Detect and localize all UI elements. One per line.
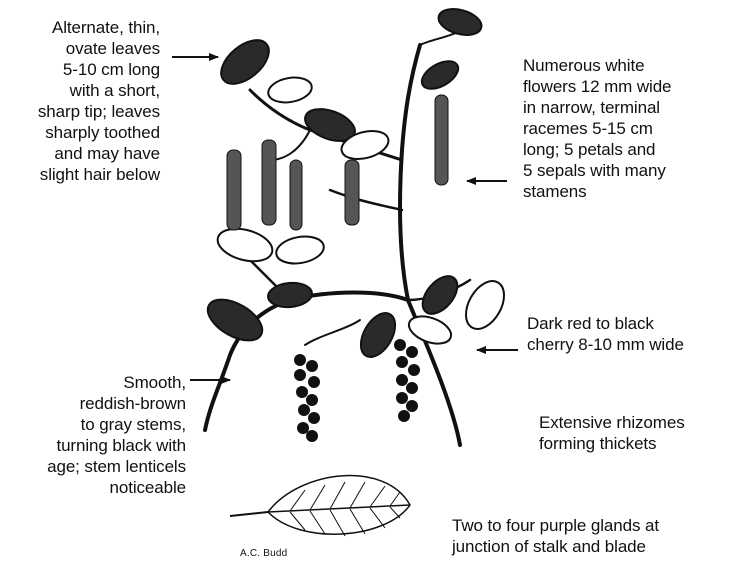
cherry-cluster-right xyxy=(394,339,420,422)
rhizomes-annotation: Extensive rhizomes forming thickets xyxy=(539,412,685,454)
stems-annotation: Smooth, reddish-brown to gray stems, tur… xyxy=(47,372,186,498)
cherry-cluster-left xyxy=(294,354,320,442)
leaf-detail xyxy=(230,476,410,536)
leaves-annotation: Alternate, thin, ovate leaves 5-10 cm lo… xyxy=(38,17,160,185)
cherry-clusters xyxy=(294,339,420,442)
fruit-annotation: Dark red to black cherry 8-10 mm wide xyxy=(527,313,684,355)
glands-annotation: Two to four purple glands at junction of… xyxy=(452,515,659,557)
illustrator-credit: A.C. Budd xyxy=(240,548,287,559)
flowers-annotation: Numerous white flowers 12 mm wide in nar… xyxy=(523,55,671,202)
